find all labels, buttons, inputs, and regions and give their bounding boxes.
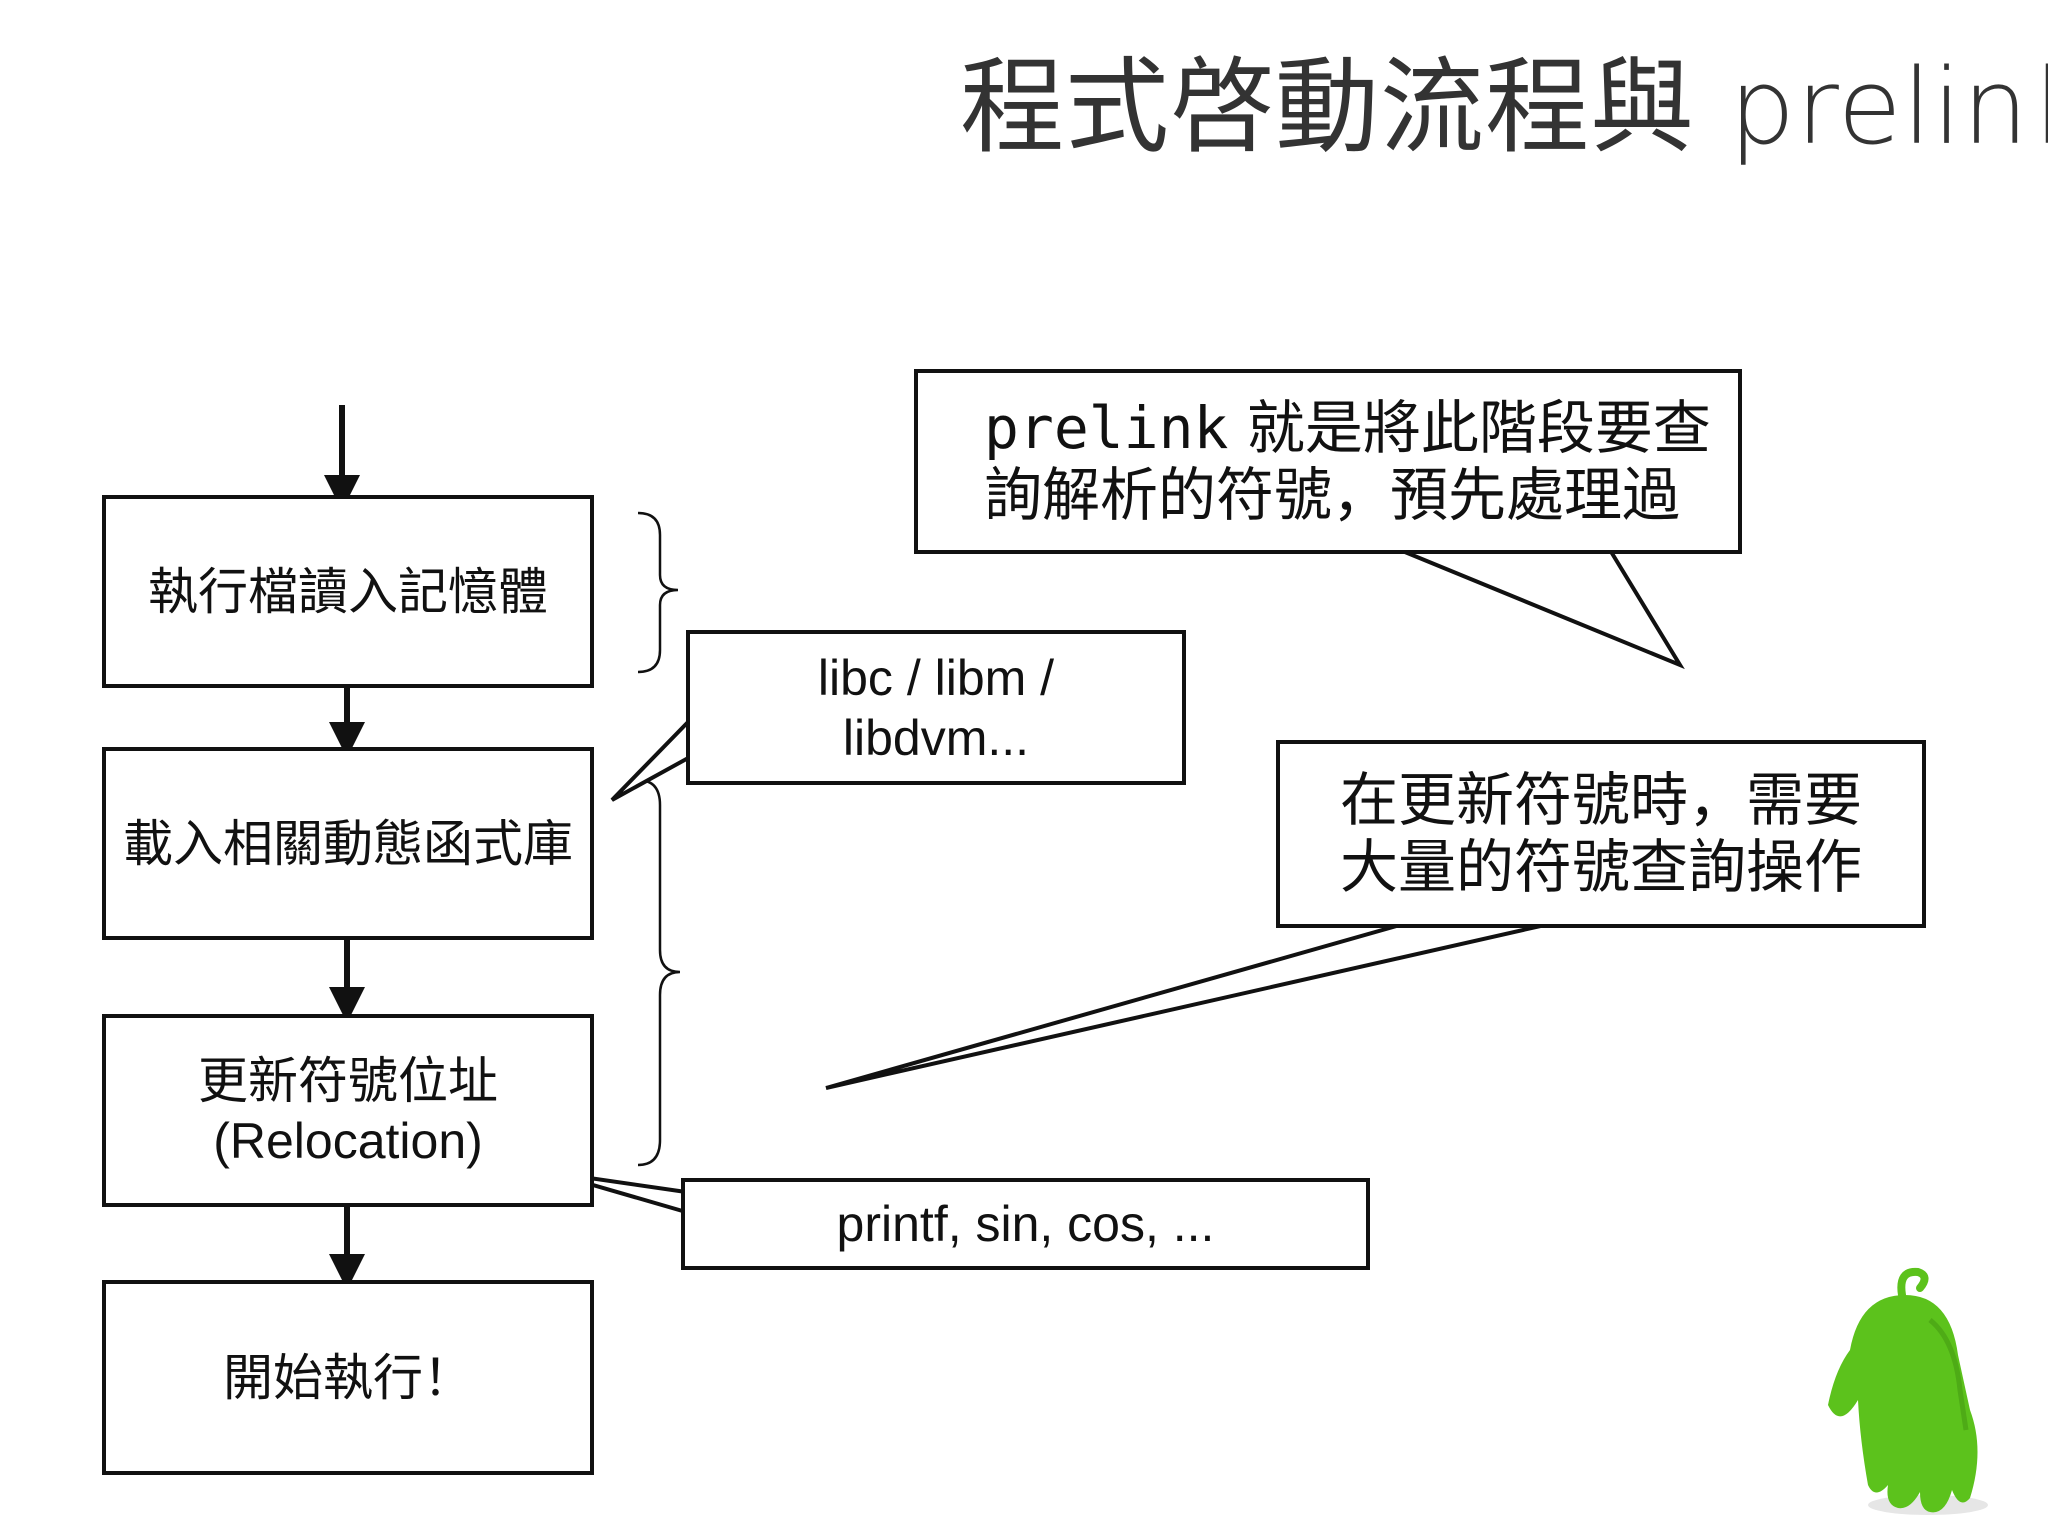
green-mascot-icon (1828, 1267, 1988, 1515)
libs-callout-tail (610, 718, 692, 802)
lookup-callout: 在更新符號時，需要 大量的符號查詢操作 (1276, 740, 1926, 928)
lookup-callout-line1: 在更新符號時，需要 (1339, 766, 1862, 835)
title-cjk: 程式啓動流程與 (960, 46, 1696, 168)
prelink-callout-line1: prelink 就是將此階段要查 (984, 393, 1711, 462)
libs-callout-line1: libc / libm / (817, 649, 1055, 706)
title-latin: prelink (1729, 46, 2048, 168)
flow-step-start-execution: 開始執行！ (102, 1280, 594, 1475)
prelink-callout: prelink 就是將此階段要查 詢解析的符號，預先處理過 (914, 369, 1742, 554)
flow-step-relocation-label: 更新符號位址 (198, 1051, 498, 1110)
prelink-code: prelink (984, 393, 1229, 462)
prelink-callout-tail (1399, 548, 1685, 670)
libs-callout: libc / libm / libdvm... (686, 630, 1186, 785)
slide-title: 程式啓動流程與 prelink (960, 22, 2048, 173)
flow-step-relocation-sublabel: (Relocation) (213, 1112, 483, 1169)
lookup-callout-tail (825, 923, 1546, 1090)
libs-callout-line2: libdvm... (842, 709, 1030, 766)
flow-step-start-execution-label: 開始執行！ (223, 1348, 473, 1407)
prelink-callout-line1-rest: 就是將此階段要查 (1246, 393, 1711, 462)
symbols-callout: printf, sin, cos, ... (681, 1178, 1370, 1270)
lookup-callout-line2: 大量的符號查詢操作 (1339, 833, 1862, 901)
brace-step1 (637, 511, 679, 674)
brace-steps2-3 (637, 778, 681, 1167)
symbols-callout-label: printf, sin, cos, ... (836, 1196, 1215, 1252)
prelink-callout-line2: 詢解析的符號，預先處理過 (984, 460, 1681, 529)
flow-step-load-executable: 執行檔讀入記憶體 (102, 495, 594, 688)
flow-step-relocation: 更新符號位址 (Relocation) (102, 1014, 594, 1207)
flow-step-load-executable-label: 執行檔讀入記憶體 (148, 562, 548, 621)
flow-step-load-libraries: 載入相關動態函式庫 (102, 747, 594, 940)
flow-step-load-libraries-label: 載入相關動態函式庫 (123, 814, 573, 873)
